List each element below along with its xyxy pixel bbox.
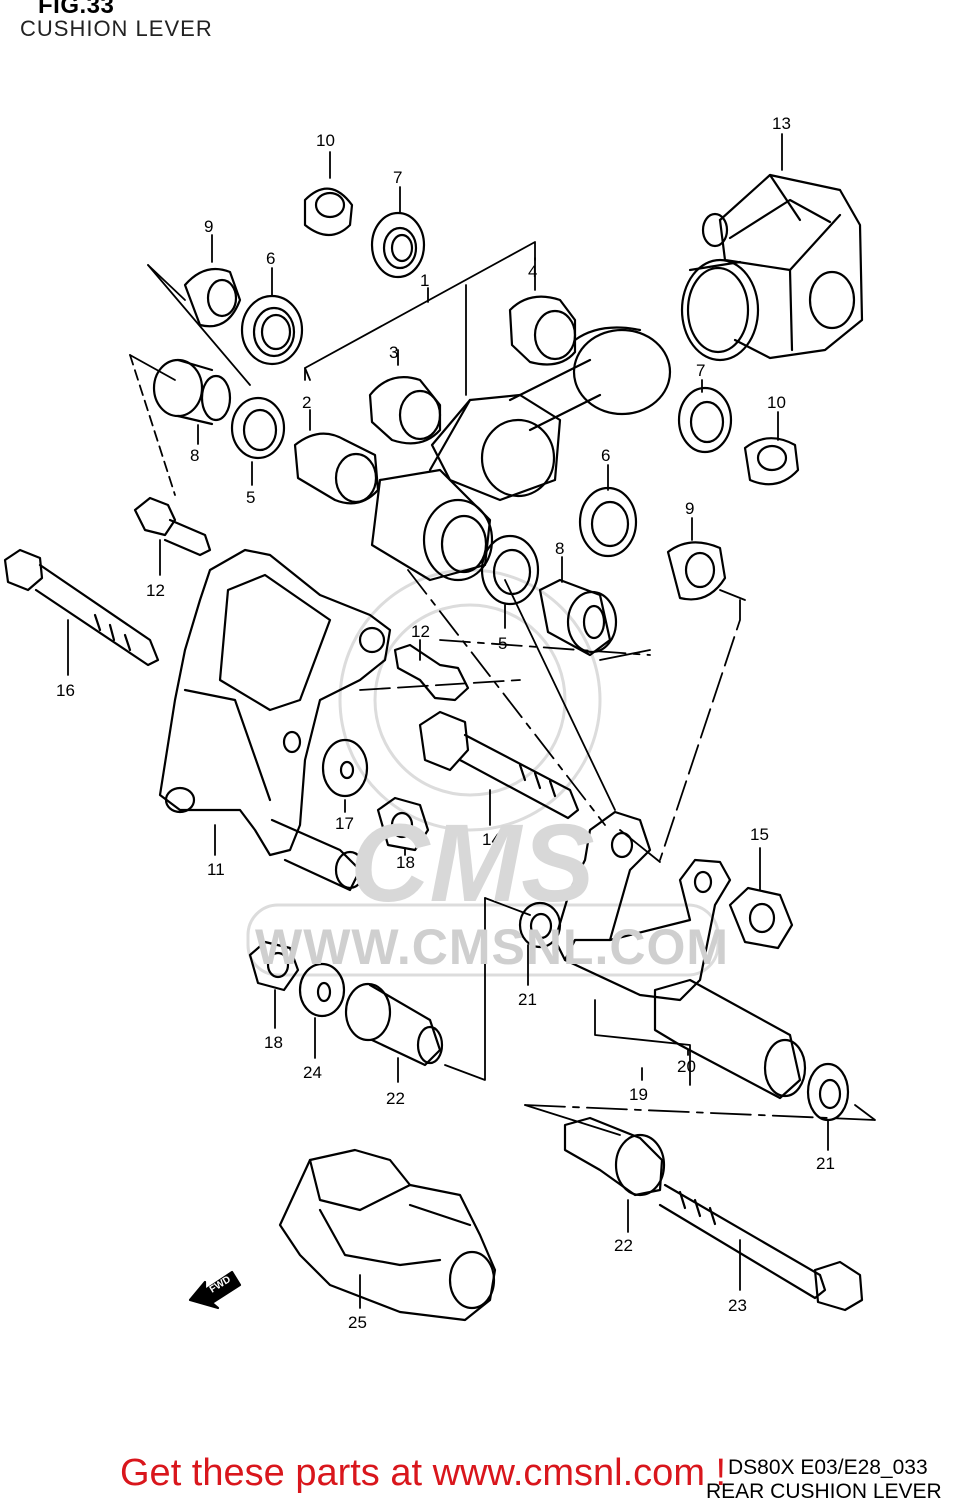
callout-22: 22 xyxy=(386,1089,405,1108)
part-15-nut xyxy=(728,886,794,950)
part-11-bracket xyxy=(158,548,392,892)
callout-5: 5 xyxy=(246,488,255,507)
callout-7b: 7 xyxy=(696,361,705,380)
callout-18: 18 xyxy=(396,853,415,872)
callout-2: 2 xyxy=(302,393,311,412)
callout-9b: 9 xyxy=(685,499,694,518)
part-5-seal xyxy=(230,396,286,460)
part-16-bolt xyxy=(3,548,160,667)
part-21-seal-lower xyxy=(806,1062,850,1122)
watermark-site: WWW.CMSNL.COM xyxy=(255,919,730,975)
part-22-collar-lower xyxy=(563,1116,666,1197)
callout-18b: 18 xyxy=(264,1033,283,1052)
callout-24: 24 xyxy=(303,1063,322,1082)
part-22-collar xyxy=(344,982,444,1067)
part-19-lever xyxy=(553,810,732,1002)
callout-15: 15 xyxy=(750,825,769,844)
callout-11: 11 xyxy=(207,860,225,879)
callout-labels: 1 2 3 4 5 5 6 6 7 7 8 8 9 9 10 10 11 12 … xyxy=(56,114,835,1332)
callout-5b: 5 xyxy=(498,634,507,653)
callout-21: 21 xyxy=(518,990,537,1009)
callout-21b: 21 xyxy=(816,1154,835,1173)
callout-3: 3 xyxy=(389,343,398,362)
part-8-collar-right xyxy=(538,578,618,657)
callout-4: 4 xyxy=(528,262,537,281)
callout-10: 10 xyxy=(316,131,335,150)
part-18-nut xyxy=(376,796,430,852)
callout-20: 20 xyxy=(677,1057,696,1076)
fwd-arrow-icon: FWD xyxy=(188,1270,242,1310)
callout-8b: 8 xyxy=(555,539,564,558)
diagram-reference-title: REAR CUSHION LEVER xyxy=(706,1480,942,1503)
callout-17: 17 xyxy=(335,814,354,833)
callout-12b: 12 xyxy=(411,622,430,641)
part-9-washer-right xyxy=(666,541,727,601)
part-9-washer xyxy=(183,267,242,328)
part-24-washer xyxy=(298,962,346,1018)
part-21-seal xyxy=(518,901,562,949)
part-12-bolt xyxy=(133,496,212,557)
part-18-nut-lower xyxy=(248,940,300,992)
part-6-seal-right xyxy=(578,486,638,558)
part-10-collar-right xyxy=(743,437,800,486)
part-13-boot xyxy=(680,173,864,362)
callout-9: 9 xyxy=(204,217,213,236)
callout-1: 1 xyxy=(420,271,429,290)
callout-6b: 6 xyxy=(601,446,610,465)
part-4-bushing xyxy=(508,295,577,366)
callout-8: 8 xyxy=(190,446,199,465)
callout-7: 7 xyxy=(393,168,402,187)
callout-6: 6 xyxy=(266,249,275,268)
leader-lines xyxy=(67,133,876,1309)
callout-22b: 22 xyxy=(614,1236,633,1255)
callout-13: 13 xyxy=(772,114,791,133)
get-parts-link[interactable]: Get these parts at www.cmsnl.com ! xyxy=(120,1452,727,1494)
part-2-spacer xyxy=(293,432,380,505)
part-12-bolt-mid xyxy=(393,643,470,702)
part-7-seal xyxy=(370,211,426,279)
callout-14: 14 xyxy=(482,830,501,849)
part-23-bolt xyxy=(658,1183,864,1312)
callout-12: 12 xyxy=(146,581,165,600)
part-3-bushing xyxy=(368,376,442,445)
part-1-cushion-rod xyxy=(370,326,672,582)
part-20-collar xyxy=(653,978,807,1100)
watermark-logo: CMS xyxy=(350,802,595,925)
part-5-seal-right xyxy=(480,534,540,606)
part-14-bolt xyxy=(418,710,580,820)
diagram-reference-code: DS80X E03/E28_033 xyxy=(728,1456,928,1479)
figure-subtitle: CUSHION LEVER xyxy=(20,16,213,41)
callout-23: 23 xyxy=(728,1296,747,1315)
part-6-seal xyxy=(240,294,304,366)
callout-16: 16 xyxy=(56,681,75,700)
callout-19: 19 xyxy=(629,1085,648,1104)
part-8-collar xyxy=(152,358,232,426)
part-25-cover xyxy=(278,1148,497,1322)
callout-10b: 10 xyxy=(767,393,786,412)
part-17-washer xyxy=(321,738,369,798)
callout-25: 25 xyxy=(348,1313,367,1332)
figure-number: FIG.33 xyxy=(38,0,115,19)
part-7-seal-right xyxy=(677,386,733,454)
part-10-collar xyxy=(303,187,354,237)
